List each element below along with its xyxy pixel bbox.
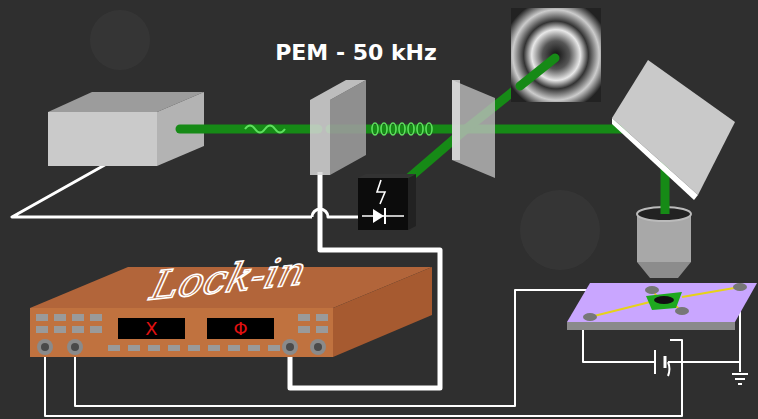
reflected-beam-tip [520,58,555,86]
drawing-part [654,296,674,304]
display-readout: X [145,319,157,339]
drawing-part [735,378,745,380]
lock-in-part [282,339,298,355]
lock-in-part [37,339,53,355]
drawing-part [452,80,495,178]
lock-in-part [67,339,83,355]
display-phi: Φ [207,318,274,339]
drawing-part [90,10,150,70]
lock-in-amplifier: Lock-inXΦ [28,265,436,360]
lock-in-part [90,314,102,321]
drawing-part [358,178,408,230]
drawing-part [654,350,656,374]
lock-in-part [268,345,280,351]
lock-in-part [71,343,79,351]
lock-in-part [41,343,49,351]
pem-modulator [310,80,366,175]
lock-in-part [316,314,328,321]
drawing-part [567,322,735,330]
drawing-part [590,287,740,317]
lock-in-part [298,326,310,333]
sample-chip [567,283,757,330]
lock-in-part [168,345,180,351]
drawing-part [399,123,405,135]
drawing-part [739,362,741,372]
drawing-part [637,262,691,278]
lock-in-part [314,343,322,351]
display-readout: Φ [233,319,247,339]
lock-in-part [248,345,260,351]
drawing-part [668,362,669,376]
drawing-part [567,283,757,322]
drawing-part [612,118,698,200]
lock-in-part [310,339,326,355]
lock-in-part [286,343,294,351]
circular-polarization [372,123,432,135]
drawing-part [408,123,414,135]
modulator-label: PEM - 50 kHz [275,40,437,65]
drawing-part [310,100,330,175]
lock-in-part [148,345,160,351]
drawing-part [682,287,740,297]
mirror [612,60,735,200]
drawing-part [732,373,748,375]
drawing-part [452,80,460,160]
drawing-part [310,80,366,100]
lock-in-part [298,314,310,321]
drawing-part [180,125,318,134]
lock-in-part [90,326,102,333]
lock-in-part [36,314,48,321]
drawing-part [330,125,663,134]
drawing-part [520,190,600,270]
interference-image [511,8,601,102]
battery-symbol [655,350,669,376]
lock-in-part [128,345,140,351]
drawing-part [645,286,659,294]
lock-in-part [108,345,120,351]
lock-in-part [72,314,84,321]
lock-in-part [54,326,66,333]
linear-polarization [245,126,285,133]
lock-in-part [72,326,84,333]
lock-in-part [30,308,333,357]
drawing-part [646,292,682,310]
display-x: X [118,318,185,339]
drawing-part [590,302,650,317]
ground-symbol [732,374,748,384]
drawing-part [377,180,385,204]
drawing-part [373,209,384,223]
drawing-part [48,112,157,166]
photodiode [358,174,416,230]
beam-splitter [452,80,495,178]
drawing-part [664,356,667,368]
drawing-part [583,283,747,321]
drawing-part [738,383,742,385]
drawing-part [372,123,378,135]
lock-in-part [333,267,432,357]
lock-in-part [36,326,48,333]
drawing-part [390,123,396,135]
lock-in-part [188,345,200,351]
lock-in-part [316,326,328,333]
lock-in-part [208,345,220,351]
drawing-part [583,313,597,321]
drawing-part [417,123,423,135]
lock-in-part [228,345,240,351]
drawing-part [675,307,689,315]
drawing-part [384,208,386,224]
drawing-part [358,174,416,178]
drawing-part [381,123,387,135]
drawing-part [426,123,432,135]
drawing-part [408,174,416,230]
wires [12,148,740,416]
drawing-part [661,205,670,214]
lock-in-part [54,314,66,321]
objective-lens [637,205,691,278]
drawing-part [733,283,747,291]
